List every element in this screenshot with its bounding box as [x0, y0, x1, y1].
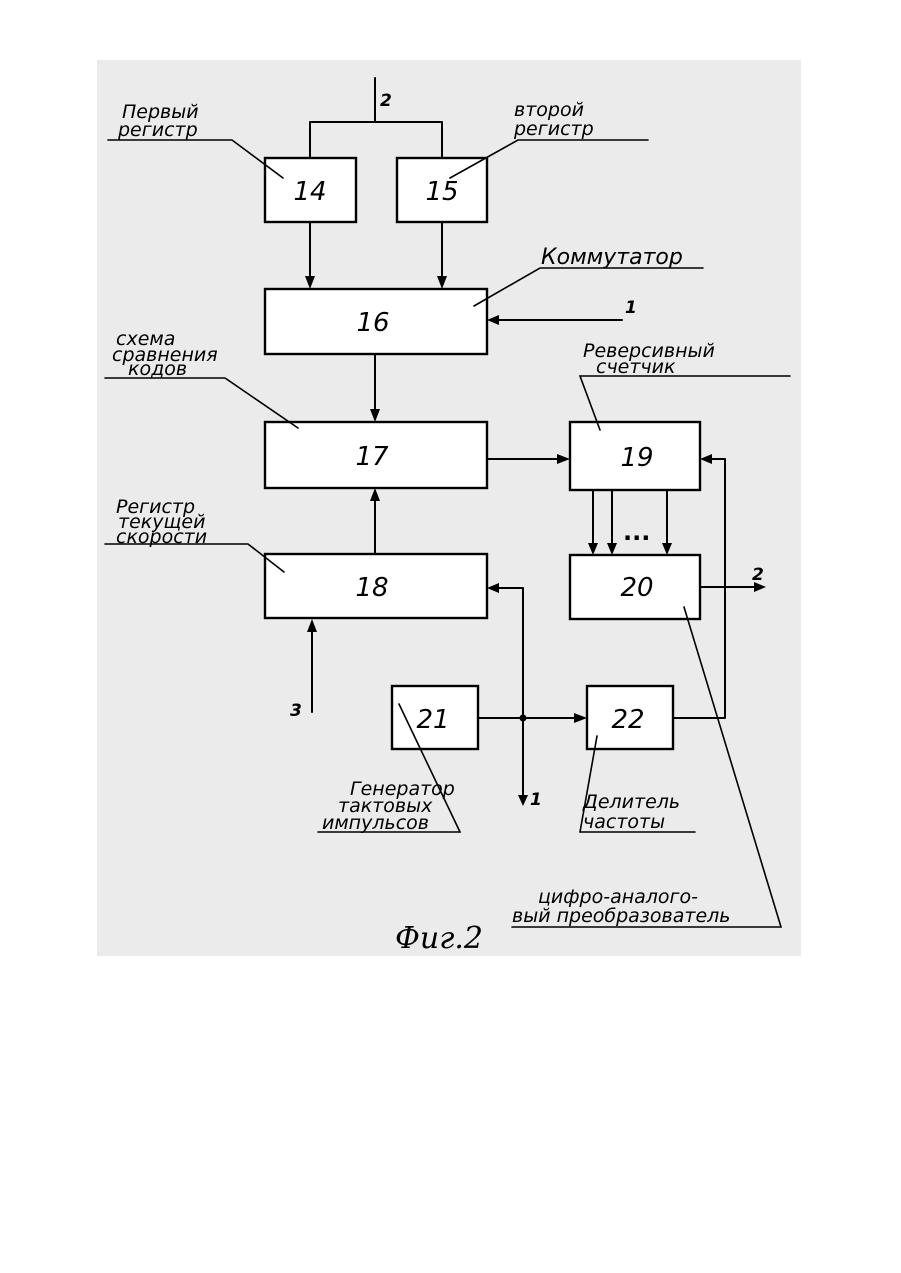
block-19-number: 19 [620, 443, 653, 473]
block-22-divider: 22 [587, 686, 673, 749]
label-first-register: Первый регистр [117, 101, 199, 141]
label-reversible-counter: Реверсивный счетчик [583, 340, 715, 378]
signal-top-in: 2 [380, 91, 392, 111]
label-speed-register: Регистр текущей скорости [116, 496, 207, 548]
svg-text:вый преобразователь: вый преобразователь [512, 905, 730, 927]
block-19-counter: 19 [570, 422, 700, 490]
signal-dac-out: 2 [752, 565, 764, 585]
block-15: 15 [397, 158, 487, 222]
connection-17-19 [487, 454, 570, 464]
svg-text:частоты: частоты [583, 811, 665, 833]
svg-text:регистр: регистр [117, 119, 198, 141]
svg-text:Делитель: Делитель [582, 791, 680, 813]
svg-text:импульсов: импульсов [322, 812, 429, 834]
label-second-register: второй регистр [513, 99, 594, 140]
connection-input-2 [310, 78, 442, 158]
svg-text:счетчик: счетчик [596, 356, 676, 378]
block-18-speed-register: 18 [265, 554, 487, 618]
connection-16-17 [370, 354, 380, 422]
connection-14-16 [305, 222, 315, 289]
label-frequency-divider: Делитель частоты [582, 791, 680, 833]
connection-18-17 [370, 488, 380, 554]
connection-input-3 [307, 619, 317, 712]
block-20-number: 20 [620, 573, 653, 603]
label-switch: Коммутатор [541, 245, 683, 270]
svg-text:кодов: кодов [128, 358, 187, 380]
connection-19-20-bus: ... [588, 490, 672, 555]
figure-caption: Фиг.2 [395, 921, 483, 956]
svg-text:регистр: регистр [513, 118, 594, 140]
leader-lines [105, 140, 790, 927]
block-14-number: 14 [293, 177, 326, 207]
connection-input-1-switch [487, 315, 622, 325]
bus-dots: ... [623, 518, 650, 546]
block-20-dac: 20 [570, 555, 700, 619]
block-15-number: 15 [425, 177, 458, 207]
svg-text:скорости: скорости [116, 526, 207, 548]
block-14: 14 [265, 158, 356, 222]
block-17-number: 17 [355, 442, 389, 472]
signal-tap-out: 1 [530, 790, 542, 810]
block-16-switch: 16 [265, 289, 487, 354]
label-code-comparator: схема сравнения кодов [112, 328, 218, 380]
signal-switch-in: 1 [625, 298, 637, 318]
block-17-comparator: 17 [265, 422, 487, 488]
signal-speed-in: 3 [290, 701, 302, 721]
block-21-number: 21 [416, 705, 449, 735]
label-clock-generator: Генератор тактовых импульсов [322, 778, 455, 834]
block-22-number: 22 [611, 705, 644, 735]
connection-15-16 [437, 222, 447, 289]
block-18-number: 18 [355, 573, 388, 603]
block-16-number: 16 [356, 308, 389, 338]
label-dac: цифро-аналого- вый преобразователь [512, 886, 730, 927]
